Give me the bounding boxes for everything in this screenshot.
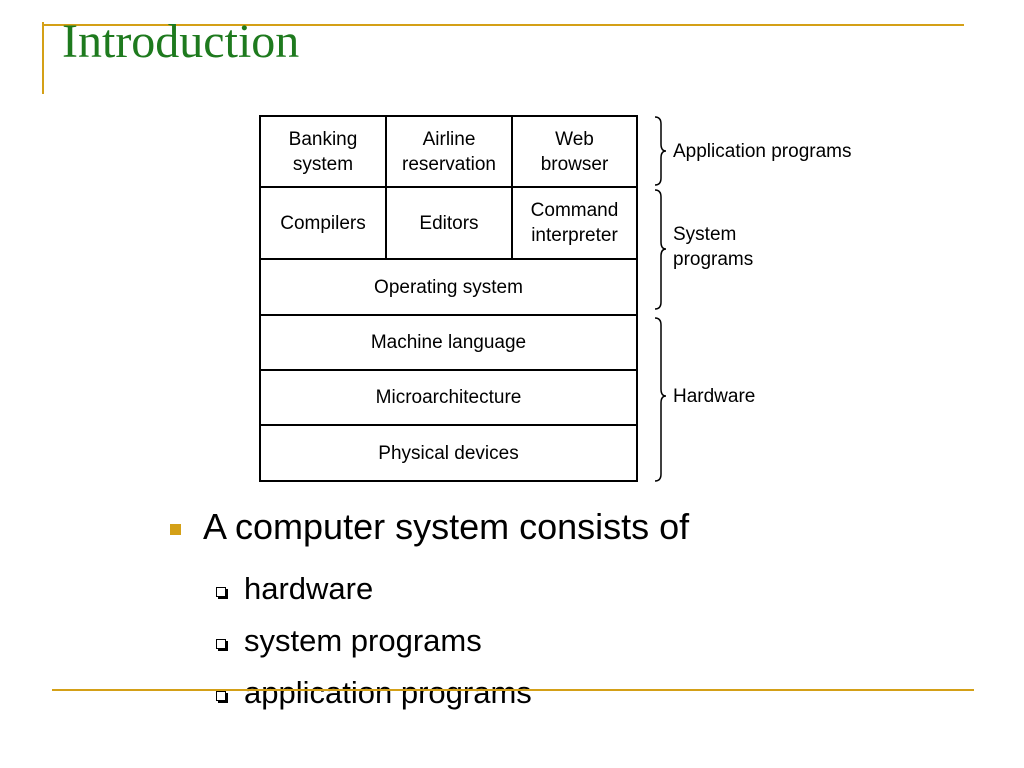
layer-cell-operating-system: Operating system: [259, 258, 638, 316]
bullet-main: A computer system consists of: [170, 505, 689, 549]
slide-title: Introduction: [62, 15, 300, 68]
checkbox-bullet-icon: [216, 691, 226, 701]
bullet-main-text: A computer system consists of: [203, 506, 690, 547]
group-label-hardware: Hardware: [673, 386, 756, 407]
layer-cell-microarchitecture: Microarchitecture: [259, 369, 638, 426]
sub-bullet-list: hardware system programs application pro…: [216, 563, 532, 719]
checkbox-bullet-icon: [216, 587, 226, 597]
sub-bullet-item: system programs: [216, 615, 532, 667]
square-bullet-icon: [170, 523, 181, 535]
title-accent-vertical-line: [42, 22, 44, 94]
sub-bullet-text: hardware: [244, 571, 374, 606]
sub-bullet-item: hardware: [216, 563, 532, 615]
layer-cell-web-browser: Web browser: [511, 115, 638, 188]
sub-bullet-text: system programs: [244, 623, 482, 658]
layer-cell-physical-devices: Physical devices: [259, 424, 638, 482]
group-label-application-programs: Application programs: [673, 141, 852, 162]
layer-cell-machine-language: Machine language: [259, 314, 638, 371]
group-label-system-programs: System programs: [673, 224, 754, 270]
layer-cell-command-interpreter: Command interpreter: [511, 186, 638, 260]
bottom-accent-line: [52, 689, 974, 691]
sub-bullet-text: application programs: [244, 675, 532, 710]
checkbox-bullet-icon: [216, 639, 226, 649]
layer-cell-compilers: Compilers: [259, 186, 387, 260]
layer-cell-airline-reservation: Airline reservation: [385, 115, 513, 188]
sub-bullet-item: application programs: [216, 667, 532, 719]
title-accent-horizontal-line: [42, 24, 964, 26]
layer-cell-editors: Editors: [385, 186, 513, 260]
layer-cell-banking-system: Banking system: [259, 115, 387, 188]
